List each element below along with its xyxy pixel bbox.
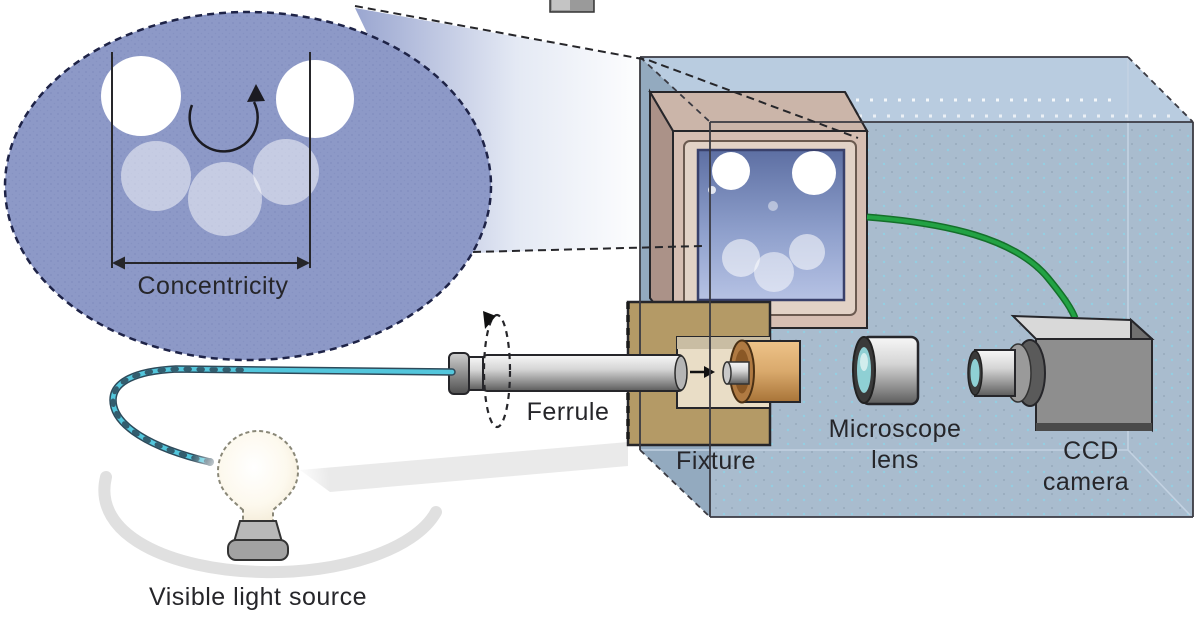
- labels: Ferrule Fixture Microscope lens CCD came…: [149, 398, 1129, 611]
- callout-lines: [354, 5, 859, 253]
- screen-fiber-image: [708, 151, 836, 292]
- camera-body: [1035, 338, 1153, 431]
- rotation-arc-icon: [188, 84, 265, 153]
- fixture-label: Fixture: [676, 447, 756, 475]
- light-source-label: Visible light source: [149, 583, 367, 611]
- monitor: [648, 88, 869, 331]
- cropped-stand-tab: [549, 0, 595, 13]
- monitor-top-face: [648, 91, 869, 132]
- ccd-camera-label-line2: camera: [1043, 468, 1129, 496]
- rotation-arrow-icon: [482, 311, 512, 429]
- concentricity-dimension: [111, 52, 311, 270]
- ferrule-barrel: [482, 354, 684, 392]
- ferrule-assembly: [448, 352, 688, 395]
- fixture-block: [626, 300, 801, 447]
- light-source: [186, 416, 330, 561]
- microscope-lens-label-line2: lens: [871, 446, 919, 474]
- bulb-ground-shadow: [98, 471, 442, 579]
- ferrule-ground-shadow: [300, 442, 628, 492]
- ferrule-label: Ferrule: [527, 398, 610, 426]
- monitor-left-face: [649, 88, 674, 331]
- bulb-collar: [232, 520, 284, 543]
- bulb-base: [227, 539, 289, 561]
- ccd-camera: [967, 314, 1155, 433]
- ccd-camera-label-line1: CCD: [1063, 437, 1119, 465]
- concentricity-label: Concentricity: [138, 272, 289, 300]
- monitor-top-right-edge: [844, 91, 868, 132]
- video-cable: [866, 213, 1079, 320]
- receptacle: [722, 339, 801, 404]
- fiber-core-circles: [101, 56, 354, 236]
- magnified-endface: Concentricity: [3, 10, 493, 362]
- camera-lens-assembly: [967, 339, 1046, 407]
- ferrule-connector-ring: [468, 356, 484, 391]
- microscope-lens-label-line1: Microscope: [829, 415, 962, 443]
- bulb-glass: [216, 430, 300, 523]
- ferrule-tip: [674, 355, 688, 391]
- box-front-edges: [639, 56, 1194, 518]
- camera-base-strip: [1036, 423, 1152, 431]
- microscope-lens: [852, 335, 920, 406]
